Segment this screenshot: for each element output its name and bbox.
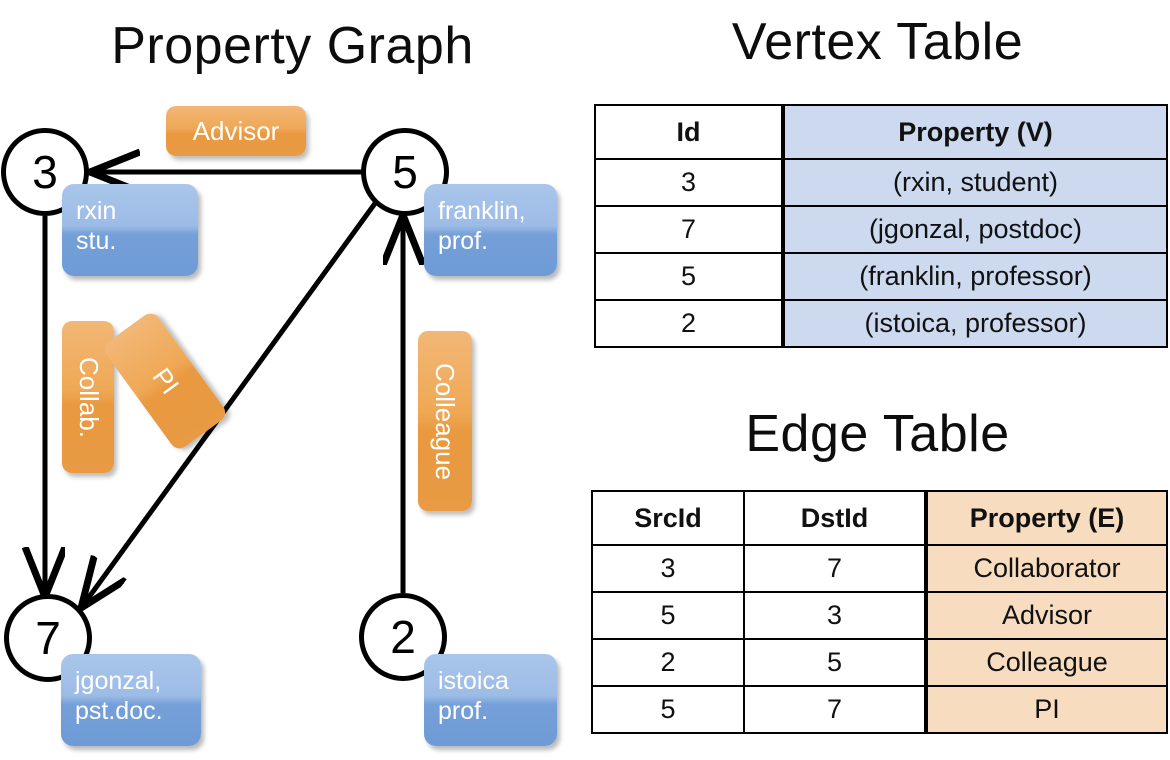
vertex-table-cell-id: 5 [594, 252, 784, 301]
edge-table-header-dstid: DstId [743, 490, 927, 546]
page-title-vertex-table: Vertex Table [731, 13, 1024, 71]
vertex-property-box-rxin: rxin stu. [62, 184, 198, 276]
edge-table-cell-property: Advisor [924, 591, 1168, 640]
table-row: 3 7 Collaborator [591, 544, 1168, 593]
edge-5-to-7-pi [84, 200, 379, 604]
edge-table-header-row: SrcId DstId Property (E) [591, 490, 1168, 546]
vertex-property-istoica-line2: prof. [438, 697, 489, 725]
edge-table-cell-srcid: 5 [591, 685, 745, 734]
vertex-table: Id Property (V) 3 (rxin, student) 7 (jgo… [594, 104, 1168, 348]
vertex-table-header-property: Property (V) [781, 104, 1168, 160]
page-title-edge-table: Edge Table [745, 405, 1010, 463]
edge-table-header-srcid: SrcId [591, 490, 745, 546]
edge-table-cell-dstid: 3 [743, 591, 927, 640]
table-row: 5 7 PI [591, 685, 1168, 734]
table-row: 2 (istoica, professor) [594, 299, 1168, 348]
vertex-property-box-jgonzal: jgonzal, pst.doc. [61, 654, 201, 746]
edge-table-cell-dstid: 5 [743, 638, 927, 687]
edge-table-header-property: Property (E) [924, 490, 1168, 546]
graph-vertex-5-id: 5 [392, 146, 418, 198]
vertex-property-franklin-line1: franklin, [438, 197, 526, 225]
edge-table-cell-dstid: 7 [743, 685, 927, 734]
edge-table-cell-dstid: 7 [743, 544, 927, 593]
edge-label-colleague-text: Colleague [430, 362, 461, 480]
vertex-property-franklin-line2: prof. [438, 227, 489, 255]
vertex-table-cell-id: 7 [594, 205, 784, 254]
table-row: 7 (jgonzal, postdoc) [594, 205, 1168, 254]
edge-label-advisor: Advisor [166, 106, 306, 156]
graph-vertex-5[interactable]: 5 [361, 128, 449, 216]
vertex-table-cell-property: (jgonzal, postdoc) [781, 205, 1168, 254]
vertex-property-rxin-line2: stu. [76, 227, 117, 255]
edge-table-cell-property: Collaborator [924, 544, 1168, 593]
graph-edges-svg [0, 88, 585, 760]
vertex-property-istoica-line1: istoica [438, 667, 509, 695]
vertex-property-jgonzal-line2: pst.doc. [75, 697, 163, 725]
table-row: 2 5 Colleague [591, 638, 1168, 687]
vertex-property-box-franklin: franklin, prof. [424, 184, 557, 276]
edge-table-cell-srcid: 3 [591, 544, 745, 593]
vertex-table-header-id: Id [594, 104, 784, 160]
vertex-property-jgonzal-line1: jgonzal, [75, 667, 162, 695]
vertex-table-cell-id: 3 [594, 158, 784, 207]
graph-vertex-3[interactable]: 3 [1, 128, 89, 216]
graph-vertex-2-id: 2 [390, 611, 416, 663]
edge-label-pi-text: PI [146, 361, 185, 400]
vertex-table-header-row: Id Property (V) [594, 104, 1168, 160]
graph-vertex-3-id: 3 [32, 146, 58, 198]
table-row: 3 (rxin, student) [594, 158, 1168, 207]
edge-table-cell-srcid: 5 [591, 591, 745, 640]
vertex-property-rxin-line1: rxin [76, 197, 117, 225]
vertex-property-box-istoica: istoica prof. [424, 654, 557, 746]
edge-label-collab-text: Collab. [73, 356, 104, 438]
vertex-table-cell-id: 2 [594, 299, 784, 348]
table-row: 5 (franklin, professor) [594, 252, 1168, 301]
table-row: 5 3 Advisor [591, 591, 1168, 640]
page-title-property-graph: Property Graph [111, 17, 474, 75]
graph-vertex-7-id: 7 [35, 612, 61, 664]
vertex-table-cell-property: (franklin, professor) [781, 252, 1168, 301]
edge-label-advisor-text: Advisor [192, 115, 280, 146]
vertex-table-cell-property: (rxin, student) [781, 158, 1168, 207]
edge-table-cell-property: PI [924, 685, 1168, 734]
edge-label-colleague: Colleague [418, 331, 472, 511]
property-graph-diagram: 3 5 7 2 rxin stu. franklin, prof. jgonza… [0, 88, 585, 760]
edge-table-cell-property: Colleague [924, 638, 1168, 687]
edge-table-cell-srcid: 2 [591, 638, 745, 687]
vertex-table-cell-property: (istoica, professor) [781, 299, 1168, 348]
edge-table: SrcId DstId Property (E) 3 7 Collaborato… [591, 490, 1168, 734]
